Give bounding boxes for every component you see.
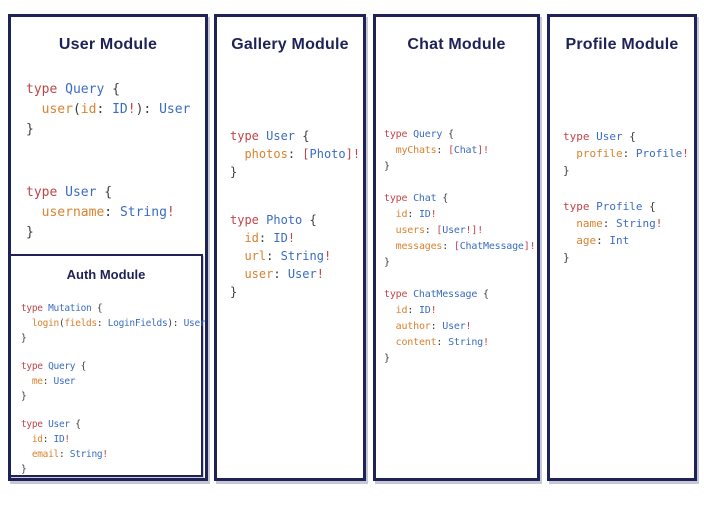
auth-module-box: Auth Module type Mutation { login(fields… [9, 254, 206, 477]
code-block-chat-query: type Query { myChats: [Chat]!} [384, 129, 489, 172]
code-area-chat: type Query { myChats: [Chat]!} type Chat… [384, 127, 536, 367]
code-block-user-query: type Query { user(id: ID!): User} [26, 82, 191, 137]
panel-title-chat-module: Chat Module [407, 36, 506, 53]
code-block-auth-mutation: type Mutation { login(fields: LoginField… [21, 303, 206, 344]
code-block-chat-chatmessage: type ChatMessage { id: ID! author: User!… [384, 289, 489, 364]
code-block-auth-query: type Query { me: User} [21, 361, 87, 402]
panel-user-module: User Module type Query { user(id: ID!): … [8, 14, 208, 481]
code-block-profile-profile: type Profile { name: String! age: Int} [563, 200, 663, 264]
code-block-chat-chat: type Chat { id: ID! users: [User!]! mess… [384, 193, 536, 268]
code-block-profile-user: type User { profile: Profile!} [563, 130, 689, 177]
code-block-user-user: type User { username: String!} [26, 185, 175, 240]
code-area-gallery: type User { photos: [Photo]!} type Photo… [230, 127, 360, 301]
code-block-gallery-photo: type Photo { id: ID! url: String! user: … [230, 213, 332, 299]
panel-gallery-module: Gallery Module type User { photos: [Phot… [214, 14, 366, 481]
panel-chat-module: Chat Module type Query { myChats: [Chat]… [373, 14, 540, 481]
panel-title-user-module: User Module [58, 36, 158, 53]
code-area-auth: type Mutation { login(fields: LoginField… [21, 301, 206, 477]
code-block-gallery-user: type User { photos: [Photo]!} [230, 129, 361, 179]
code-area-profile: type User { profile: Profile!} type Prof… [563, 128, 689, 266]
panel-title-profile-module: Profile Module [565, 36, 679, 53]
panel-title-auth-module: Auth Module [66, 267, 146, 282]
panel-profile-module: Profile Module type User { profile: Prof… [547, 14, 697, 481]
panel-title-gallery-module: Gallery Module [231, 36, 349, 53]
code-block-auth-user: type User { id: ID! email: String!} [21, 419, 108, 475]
code-area-user: type Query { user(id: ID!): User} type U… [26, 80, 190, 243]
